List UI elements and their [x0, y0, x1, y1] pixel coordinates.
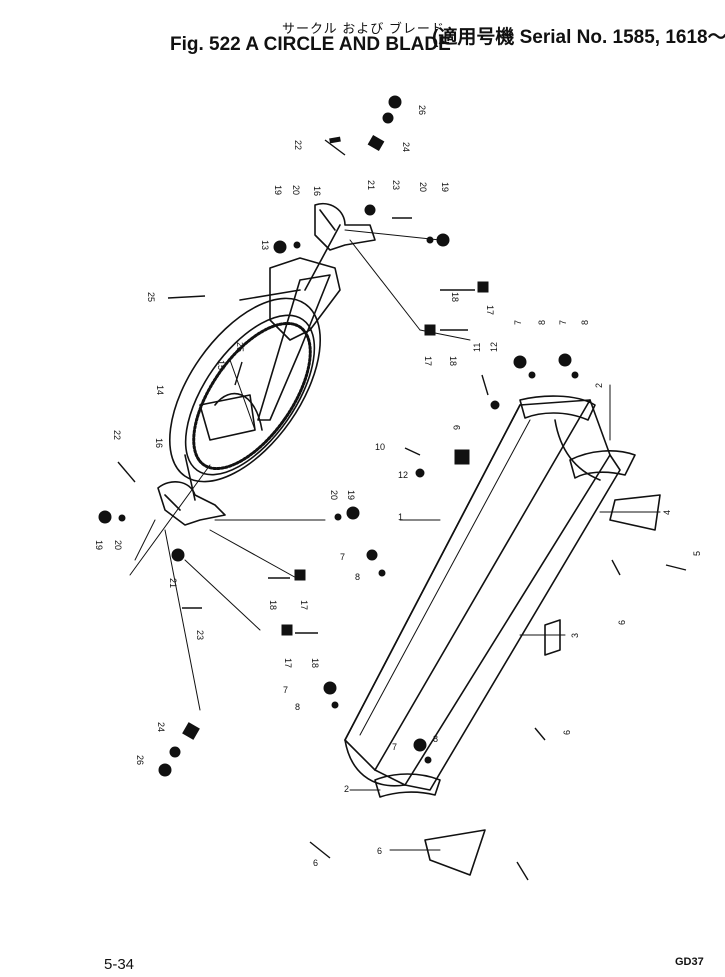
callout: 19 — [273, 185, 283, 195]
callout: 18 — [448, 356, 458, 366]
callout: 17 — [283, 658, 293, 668]
fasteners — [98, 95, 579, 777]
leader-lines — [129, 229, 661, 851]
blade-moldboard — [344, 399, 621, 791]
callout: 23 — [195, 630, 205, 640]
callout: 20 — [113, 540, 123, 550]
callout: 8 — [433, 734, 438, 744]
callout: 22 — [112, 430, 122, 440]
callout: 18 — [450, 292, 460, 302]
blade-end-plates — [374, 395, 636, 798]
bolts — [117, 139, 687, 881]
page-number: 5-34 — [104, 956, 135, 973]
callout: 7 — [513, 320, 523, 325]
callout: 2 — [344, 784, 349, 794]
callout-numbers: 1 2 2 3 4 5 6 6 6 6 7 7 7 7 7 8 8 8 8 8 … — [94, 105, 702, 868]
callout: 16 — [154, 438, 164, 448]
callout: 17 — [299, 600, 309, 610]
figure-title: Fig. 522 A CIRCLE AND BLADE — [170, 34, 451, 55]
callout: 20 — [291, 185, 301, 195]
callout: 11 — [472, 343, 482, 352]
callout: 6 — [377, 846, 382, 856]
callout: 9 — [452, 425, 462, 430]
callout: 17 — [485, 305, 495, 315]
callout: 12 — [398, 470, 408, 480]
callout: 26 — [417, 105, 427, 115]
callout: 12 — [489, 342, 499, 352]
callout: 23 — [391, 180, 401, 190]
callout: 16 — [312, 186, 322, 196]
japanese-title: サークル および ブレード — [282, 21, 445, 36]
callout: 26 — [135, 755, 145, 765]
callout: 6 — [617, 620, 627, 625]
callout: 14 — [155, 385, 165, 395]
cutting-edge-pieces — [424, 494, 661, 876]
callout: 7 — [283, 685, 288, 695]
callout: 8 — [295, 702, 300, 712]
callout: 13 — [260, 240, 270, 250]
callout: 8 — [580, 320, 590, 325]
callout: 6 — [562, 730, 572, 735]
callout: 15 — [216, 360, 226, 370]
callout: 3 — [570, 633, 580, 638]
callout: 2 — [594, 383, 604, 388]
callout: 22 — [293, 140, 303, 150]
callout: 24 — [401, 142, 411, 152]
callout: 25 — [235, 342, 245, 352]
callout: 20 — [329, 490, 339, 500]
callout: 18 — [268, 600, 278, 610]
serial-number: (適用号機 Serial No. 1585, 1618～) — [432, 27, 725, 48]
callout: 4 — [662, 510, 672, 515]
lower-bracket — [157, 454, 226, 526]
callout: 19 — [440, 182, 450, 192]
drawing-code: GD37 — [675, 956, 704, 968]
callout: 10 — [375, 442, 385, 452]
callout: 1 — [398, 512, 403, 522]
upper-bracket — [304, 203, 376, 291]
callout: 6 — [313, 858, 318, 868]
callout: 8 — [355, 572, 360, 582]
callout: 18 — [310, 658, 320, 668]
callout: 8 — [537, 320, 547, 325]
callout: 17 — [423, 356, 433, 366]
callout: 21 — [168, 578, 178, 588]
callout: 25 — [146, 292, 156, 302]
callout: 7 — [558, 320, 568, 325]
callout: 21 — [366, 180, 376, 190]
callout: 7 — [340, 552, 345, 562]
callout: 7 — [392, 742, 397, 752]
callout: 19 — [346, 490, 356, 500]
callout: 19 — [94, 540, 104, 550]
callout: 24 — [156, 722, 166, 732]
circle-ring-gear — [168, 297, 322, 483]
callout: 20 — [418, 182, 428, 192]
callout: 5 — [692, 551, 702, 556]
